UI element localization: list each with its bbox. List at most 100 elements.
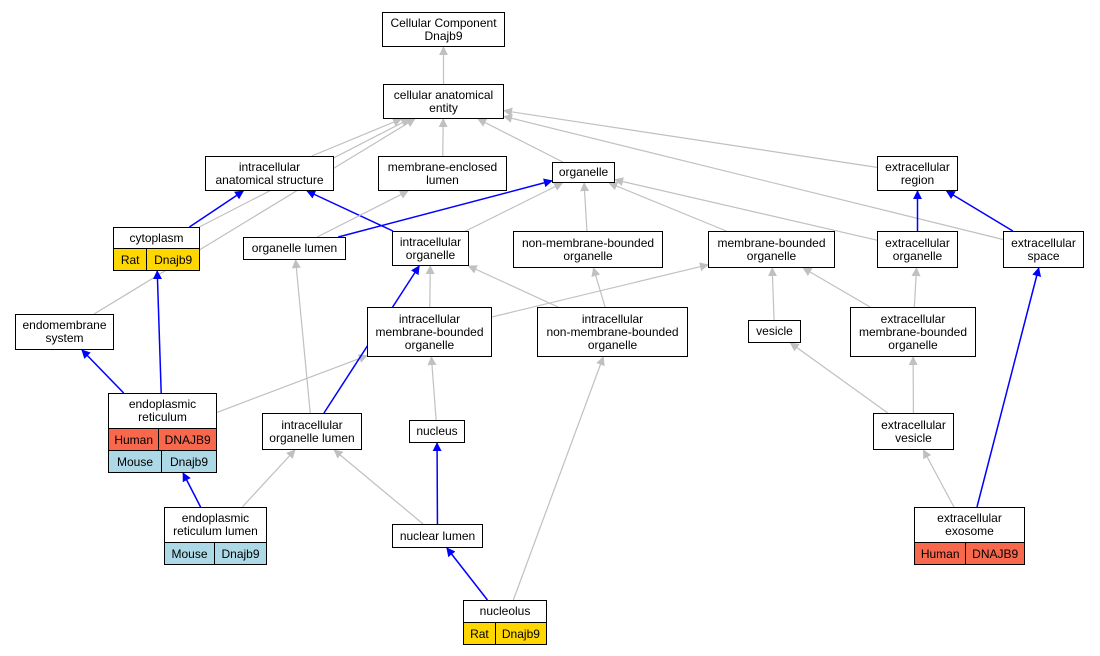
edge-is-a-intracellular-non-membrane-bounded-organelle-to-non-membrane-bounded-organelle <box>591 267 606 308</box>
node-intracellular-anatomical-structure[interactable]: intracellular anatomical structure <box>205 156 334 191</box>
node-nucleolus[interactable]: nucleolus Rat Dnajb9 <box>463 600 547 645</box>
node-label: extracellular region <box>885 159 950 187</box>
node-vesicle[interactable]: vesicle <box>748 320 801 343</box>
edge-is-a-extracellular-organelle-to-organelle <box>614 177 878 241</box>
node-label: cellular anatomical entity <box>393 87 494 115</box>
species-cell: Rat <box>120 252 140 267</box>
node-label: intracellular anatomical structure <box>215 159 324 187</box>
species-cell: Human <box>920 546 960 561</box>
gene-cell: Dnajb9 <box>494 623 546 644</box>
edge-part-of-intracellular-organelle-to-intracellular-anatomical-structure <box>306 190 394 232</box>
edge-is-a-extracellular-region-to-cellular-anatomical-entity <box>503 107 878 168</box>
node-label: intracellular non-membrane-bounded organ… <box>546 311 679 352</box>
edge-is-a-nucleolus-to-intracellular-non-membrane-bounded-organelle <box>512 356 605 601</box>
edge-is-a-vesicle-to-membrane-bounded-organelle <box>767 267 777 321</box>
annotation-row-mouse: Mouse Dnajb9 <box>109 451 216 472</box>
node-label: organelle <box>558 165 609 179</box>
edge-is-a-non-membrane-bounded-organelle-to-organelle <box>580 182 590 232</box>
node-intracellular-membrane-bounded-organelle[interactable]: intracellular membrane-bounded organelle <box>367 307 492 357</box>
edge-part-of-endoplasmic-reticulum-lumen-to-endoplasmic-reticulum <box>182 472 202 508</box>
species-cell: Human <box>114 432 154 447</box>
node-cellular-component-dnajb9[interactable]: Cellular Component Dnajb9 <box>382 12 505 47</box>
edge-is-a-intracellular-anatomical-structure-to-cellular-anatomical-entity <box>311 117 403 157</box>
node-endomembrane-system[interactable]: endomembrane system <box>15 314 114 350</box>
edge-part-of-endoplasmic-reticulum-to-endomembrane-system <box>81 349 125 394</box>
node-label: non-membrane-bounded organelle <box>521 235 655 263</box>
node-label: organelle lumen <box>251 241 338 255</box>
gene-cell: Dnajb9 <box>146 249 199 270</box>
edge-is-a-endoplasmic-reticulum-lumen-to-intracellular-organelle-lumen <box>241 449 296 508</box>
edge-is-a-membrane-enclosed-lumen-to-cellular-anatomical-entity <box>438 118 448 157</box>
node-label: extracellular membrane-bounded organelle <box>858 311 968 352</box>
gene-cell: DNAJB9 <box>158 429 216 450</box>
node-label: intracellular organelle lumen <box>269 417 355 445</box>
node-label: extracellular vesicle <box>881 417 946 445</box>
node-nuclear-lumen[interactable]: nuclear lumen <box>392 524 483 548</box>
edge-is-a-intracellular-organelle-to-organelle <box>465 182 564 232</box>
node-endoplasmic-reticulum[interactable]: endoplasmic reticulum Human DNAJB9 Mouse… <box>108 393 217 473</box>
edge-part-of-extracellular-space-to-extracellular-region <box>945 190 1014 232</box>
node-label: endoplasmic reticulum <box>109 394 216 429</box>
edge-is-a-organelle-to-cellular-anatomical-entity <box>477 118 564 163</box>
edge-is-a-organelle-lumen-to-membrane-enclosed-lumen <box>316 190 409 238</box>
node-label: nuclear lumen <box>399 528 476 543</box>
annotation-row-rat: Rat Dnajb9 <box>464 623 546 644</box>
node-membrane-bounded-organelle[interactable]: membrane-bounded organelle <box>708 231 835 268</box>
species-cell: Mouse <box>171 546 208 561</box>
node-extracellular-region[interactable]: extracellular region <box>877 156 958 191</box>
edge-is-a-extracellular-membrane-bounded-organelle-to-extracellular-organelle <box>911 267 921 308</box>
edge-part-of-endoplasmic-reticulum-to-cytoplasm <box>152 270 162 394</box>
node-endoplasmic-reticulum-lumen[interactable]: endoplasmic reticulum lumen Mouse Dnajb9 <box>164 507 267 565</box>
node-extracellular-organelle[interactable]: extracellular organelle <box>877 231 958 268</box>
edge-is-a-intracellular-organelle-lumen-to-organelle-lumen <box>291 259 311 414</box>
node-intracellular-non-membrane-bounded-organelle[interactable]: intracellular non-membrane-bounded organ… <box>537 307 688 357</box>
annotation-row-rat: Rat Dnajb9 <box>114 249 199 270</box>
node-label: nucleus <box>416 424 458 438</box>
node-label: membrane-bounded organelle <box>717 235 826 263</box>
node-extracellular-space[interactable]: extracellular space <box>1003 231 1084 268</box>
node-intracellular-organelle[interactable]: intracellular organelle <box>392 231 469 266</box>
node-label: vesicle <box>756 324 793 338</box>
node-nucleus[interactable]: nucleus <box>409 420 465 443</box>
node-label: endoplasmic reticulum lumen <box>165 508 266 543</box>
edge-is-a-endomembrane-system-to-cellular-anatomical-entity <box>93 118 416 315</box>
edge-is-a-nuclear-lumen-to-intracellular-organelle-lumen <box>333 449 424 525</box>
edge-is-a-extracellular-membrane-bounded-organelle-to-membrane-bounded-organelle <box>802 267 871 308</box>
node-organelle[interactable]: organelle <box>552 162 615 183</box>
node-label: extracellular organelle <box>885 235 950 263</box>
edge-is-a-intracellular-non-membrane-bounded-organelle-to-intracellular-organelle <box>467 265 559 308</box>
edge-is-a-extracellular-exosome-to-extracellular-vesicle <box>922 449 955 508</box>
node-label: membrane-enclosed lumen <box>387 159 498 187</box>
node-non-membrane-bounded-organelle[interactable]: non-membrane-bounded organelle <box>513 231 663 268</box>
edge-part-of-extracellular-exosome-to-extracellular-space <box>976 267 1042 508</box>
edge-part-of-organelle-lumen-to-organelle <box>338 178 553 238</box>
node-extracellular-vesicle[interactable]: extracellular vesicle <box>873 413 954 450</box>
node-cellular-anatomical-entity[interactable]: cellular anatomical entity <box>383 84 504 119</box>
node-extracellular-exosome[interactable]: extracellular exosome Human DNAJB9 <box>914 507 1025 565</box>
edge-part-of-nucleolus-to-nuclear-lumen <box>446 547 489 601</box>
node-extracellular-membrane-bounded-organelle[interactable]: extracellular membrane-bounded organelle <box>850 307 976 357</box>
node-label: cytoplasm <box>114 228 199 249</box>
species-cell: Mouse <box>116 454 154 469</box>
node-intracellular-organelle-lumen[interactable]: intracellular organelle lumen <box>262 413 362 450</box>
node-membrane-enclosed-lumen[interactable]: membrane-enclosed lumen <box>378 156 507 191</box>
gene-cell: DNAJB9 <box>965 543 1024 564</box>
annotation-row-human: Human DNAJB9 <box>109 429 216 451</box>
edge-is-a-extracellular-vesicle-to-vesicle <box>789 342 889 414</box>
node-label: extracellular space <box>1011 235 1076 263</box>
edge-is-a-endoplasmic-reticulum-to-intracellular-membrane-bounded-organelle <box>216 354 368 413</box>
gene-cell: Dnajb9 <box>214 543 266 564</box>
node-label: intracellular organelle <box>399 234 462 262</box>
gene-cell: Dnajb9 <box>161 451 216 472</box>
node-label: endomembrane system <box>22 318 107 345</box>
node-organelle-lumen[interactable]: organelle lumen <box>243 237 346 260</box>
species-cell: Rat <box>470 626 489 641</box>
node-cytoplasm[interactable]: cytoplasm Rat Dnajb9 <box>113 227 200 271</box>
edge-part-of-cytoplasm-to-intracellular-anatomical-structure <box>189 190 245 228</box>
node-label: extracellular exosome <box>915 508 1024 543</box>
edge-is-a-nucleus-to-intracellular-membrane-bounded-organelle <box>427 356 437 421</box>
edge-is-a-membrane-bounded-organelle-to-organelle <box>608 181 727 232</box>
annotation-row-mouse: Mouse Dnajb9 <box>165 543 266 564</box>
